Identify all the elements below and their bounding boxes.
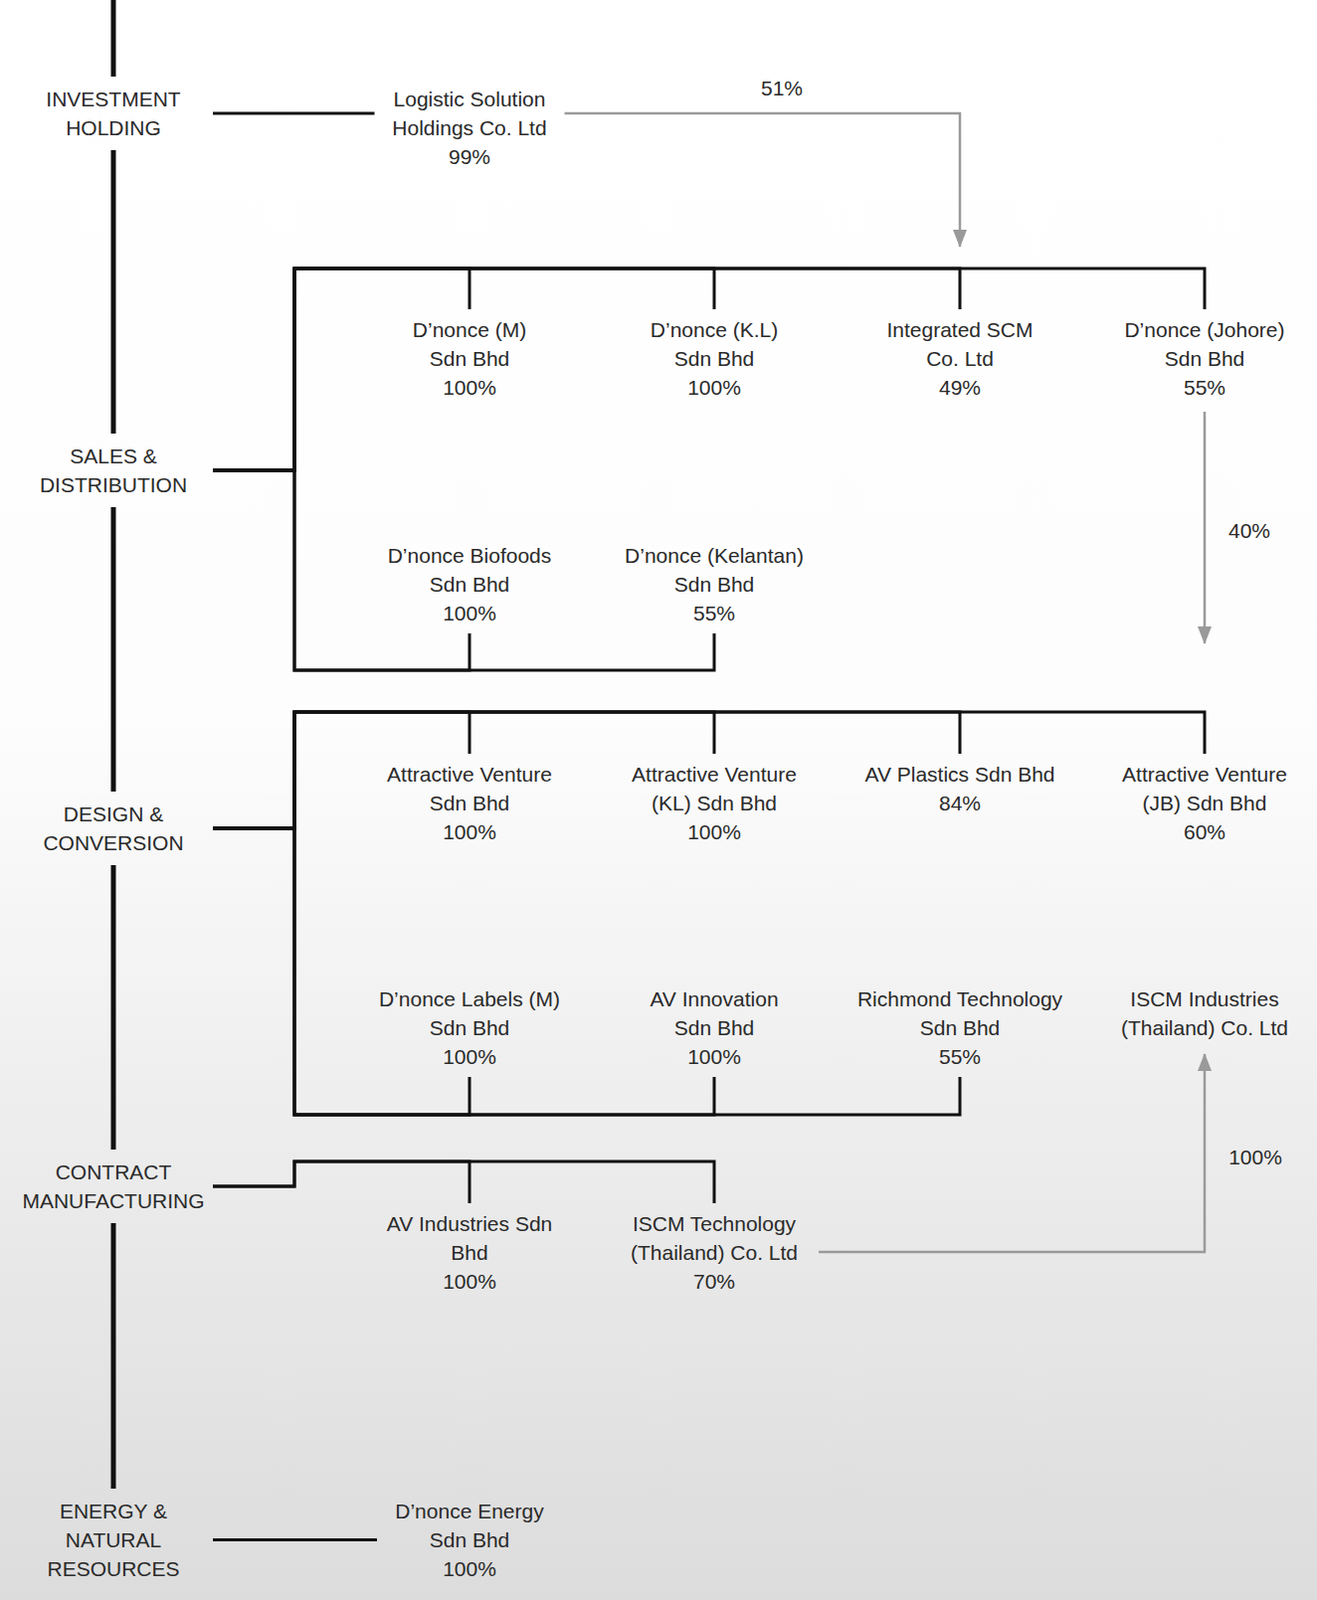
bracket-line: [212, 1161, 715, 1204]
company-name: AV Innovation Sdn Bhd: [639, 984, 789, 1043]
company-node: ISCM Industries (Thailand) Co. Ltd: [1113, 984, 1298, 1043]
spine-line: [111, 1223, 117, 1490]
bracket-line: [212, 268, 715, 471]
company-node: Attractive Venture Sdn Bhd100%: [377, 759, 563, 847]
company-name: D’nonce (Johore) Sdn Bhd: [1115, 315, 1295, 374]
company-node: ISCM Technology (Thailand) Co. Ltd70%: [619, 1209, 809, 1297]
ownership-percent: 84%: [853, 788, 1068, 818]
bracket-line: [212, 268, 960, 471]
bracket-line: [212, 470, 715, 671]
ownership-percent: 60%: [1110, 817, 1300, 847]
bracket-line: [212, 1161, 470, 1204]
category-text: SALES & DISTRIBUTION: [13, 441, 213, 500]
company-node: Logistic Solution Holdings Co. Ltd99%: [382, 84, 558, 172]
category-label: ENERGY & NATURAL RESOURCES: [13, 1497, 213, 1584]
bracket-line: [212, 1538, 377, 1542]
ownership-percent: 55%: [614, 598, 814, 628]
category-label: SALES & DISTRIBUTION: [13, 441, 213, 500]
bracket-line: [212, 112, 376, 116]
company-name: D’nonce (M) Sdn Bhd: [404, 315, 535, 374]
company-node: D’nonce Energy Sdn Bhd100%: [384, 1497, 555, 1584]
ownership-percent: 100%: [640, 373, 788, 402]
ownership-label: 40%: [1228, 516, 1271, 546]
category-text: CONTRACT MANUFACTURING: [13, 1157, 213, 1216]
company-node: Integrated SCM Co. Ltd49%: [878, 315, 1043, 402]
bracket-line: [212, 828, 470, 1116]
company-name: Attractive Venture (JB) Sdn Bhd: [1110, 759, 1300, 818]
company-node: AV Industries Sdn Bhd100%: [377, 1209, 563, 1297]
company-name: D’nonce Biofoods Sdn Bhd: [378, 541, 562, 599]
spine-line: [111, 0, 117, 77]
category-text: DESIGN & CONVERSION: [13, 799, 213, 858]
category-label: DESIGN & CONVERSION: [13, 799, 213, 858]
company-name: Attractive Venture Sdn Bhd: [377, 759, 563, 818]
spine-line: [111, 507, 117, 792]
company-name: D’nonce (Kelantan) Sdn Bhd: [614, 541, 814, 599]
bracket-line: [212, 470, 470, 671]
ownership-percent: 100%: [377, 817, 563, 847]
company-node: D’nonce Biofoods Sdn Bhd100%: [378, 541, 562, 628]
company-name: Attractive Venture (KL) Sdn Bhd: [619, 759, 809, 818]
company-node: Attractive Venture (JB) Sdn Bhd60%: [1110, 759, 1300, 847]
company-name: AV Industries Sdn Bhd: [377, 1209, 563, 1268]
company-node: D’nonce (Kelantan) Sdn Bhd55%: [614, 541, 814, 628]
company-name: ISCM Technology (Thailand) Co. Ltd: [619, 1209, 809, 1268]
company-name: D’nonce Energy Sdn Bhd: [384, 1497, 555, 1555]
bracket-line: [212, 828, 960, 1116]
company-node: D’nonce (K.L) Sdn Bhd100%: [640, 315, 788, 402]
company-name: Richmond Technology Sdn Bhd: [848, 984, 1073, 1043]
category-text: INVESTMENT HOLDING: [13, 84, 213, 143]
company-name: D’nonce (K.L) Sdn Bhd: [640, 315, 788, 374]
company-node: AV Innovation Sdn Bhd100%: [639, 984, 789, 1072]
company-node: D’nonce (M) Sdn Bhd100%: [404, 315, 535, 402]
ownership-percent: 70%: [619, 1267, 809, 1297]
company-name: ISCM Industries (Thailand) Co. Ltd: [1113, 984, 1298, 1043]
ownership-percent: 99%: [382, 142, 558, 172]
company-name: Integrated SCM Co. Ltd: [878, 315, 1043, 374]
category-text: ENERGY & NATURAL RESOURCES: [13, 1497, 213, 1584]
ownership-percent: 100%: [619, 817, 809, 847]
company-name: D’nonce Labels (M) Sdn Bhd: [370, 984, 569, 1043]
company-node: Richmond Technology Sdn Bhd55%: [848, 984, 1073, 1072]
company-node: D’nonce Labels (M) Sdn Bhd100%: [370, 984, 569, 1072]
company-node: AV Plastics Sdn Bhd84%: [853, 759, 1068, 818]
ownership-label: 100%: [1228, 1142, 1283, 1172]
ownership-percent: 100%: [384, 1554, 555, 1584]
bracket-line: [212, 712, 960, 829]
ownership-arrow: [564, 113, 961, 247]
ownership-arrow: [1203, 411, 1207, 644]
ownership-percent: 100%: [378, 598, 562, 628]
bracket-line: [212, 828, 715, 1116]
bracket-line: [212, 268, 1205, 471]
ownership-percent: 49%: [878, 373, 1043, 402]
company-node: D’nonce (Johore) Sdn Bhd55%: [1115, 315, 1295, 402]
category-label: CONTRACT MANUFACTURING: [13, 1157, 213, 1216]
ownership-percent: 100%: [377, 1267, 563, 1297]
ownership-percent: 55%: [848, 1042, 1073, 1072]
ownership-percent: 100%: [370, 1042, 569, 1072]
company-name: AV Plastics Sdn Bhd: [853, 759, 1068, 789]
ownership-percent: 100%: [404, 373, 535, 402]
company-node: Attractive Venture (KL) Sdn Bhd100%: [619, 759, 809, 847]
category-label: INVESTMENT HOLDING: [13, 84, 213, 143]
spine-line: [111, 150, 117, 434]
company-name: Logistic Solution Holdings Co. Ltd: [382, 84, 558, 143]
ownership-percent: 100%: [639, 1042, 789, 1072]
ownership-percent: 55%: [1115, 373, 1295, 402]
ownership-label: 51%: [760, 73, 803, 103]
spine-line: [111, 865, 117, 1150]
bracket-line: [212, 712, 1205, 829]
ownership-arrow: [818, 1054, 1205, 1253]
